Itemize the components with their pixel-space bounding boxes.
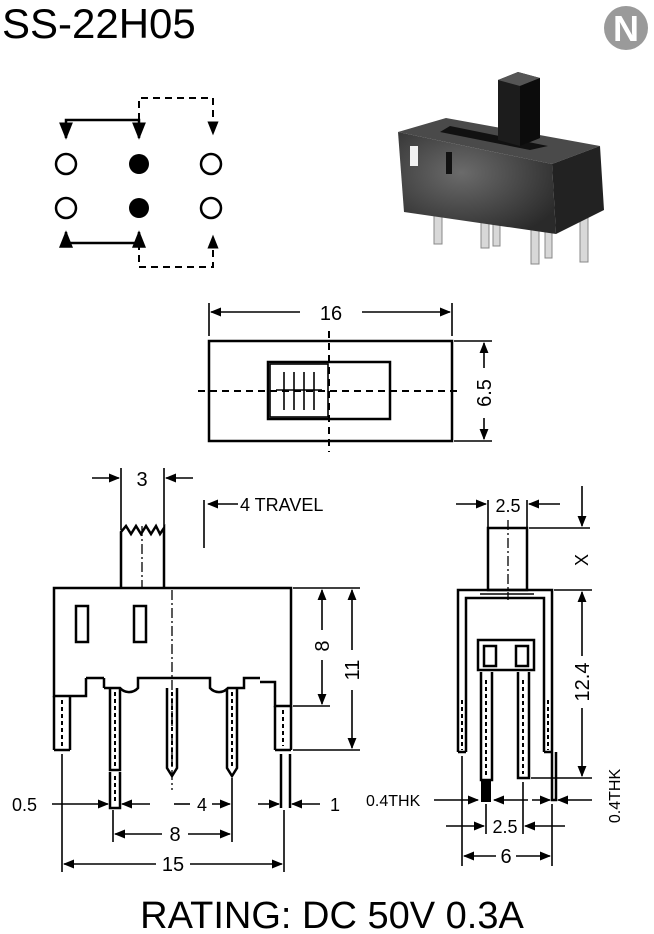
dim-side-x: X <box>572 554 592 566</box>
dim-pin-span: 8 <box>169 824 180 846</box>
dim-outer-pin-width: 1 <box>330 795 340 815</box>
dim-body-height: 8 <box>312 640 334 651</box>
dim-side-width: 6 <box>500 846 511 868</box>
circuit-diagram <box>54 97 223 268</box>
dim-top-height: 6.5 <box>474 379 496 407</box>
dim-pin-thickness: 0.5 <box>12 795 37 815</box>
brand-logo: N <box>604 6 648 50</box>
dim-side-pin-pitch: 2.5 <box>492 817 517 837</box>
side-view: 2.5 X 12.4 0.4THK <box>366 486 624 868</box>
dim-overall-height: 11 <box>342 660 364 681</box>
switch-3d-illustration <box>398 72 604 265</box>
dim-left-thk: 0.4THK <box>366 793 421 810</box>
logo-letter: N <box>613 8 639 49</box>
dim-pin-pitch: 4 <box>197 795 207 815</box>
dim-actuator-width: 3 <box>136 469 147 491</box>
top-view: 16 6.5 <box>198 302 496 452</box>
dim-travel: 4 TRAVEL <box>240 495 323 515</box>
dim-side-height: 12.4 <box>572 663 594 702</box>
dim-side-actuator-width: 2.5 <box>495 496 520 516</box>
dim-right-thk: 0.4THK <box>607 769 624 824</box>
front-view: 3 4 TRAVEL <box>12 468 364 876</box>
model-title: SS-22H05 <box>2 0 196 47</box>
rating-text: RATING: DC 50V 0.3A <box>140 895 524 934</box>
dim-overall-width: 15 <box>162 854 184 876</box>
dim-top-width: 16 <box>320 303 342 325</box>
